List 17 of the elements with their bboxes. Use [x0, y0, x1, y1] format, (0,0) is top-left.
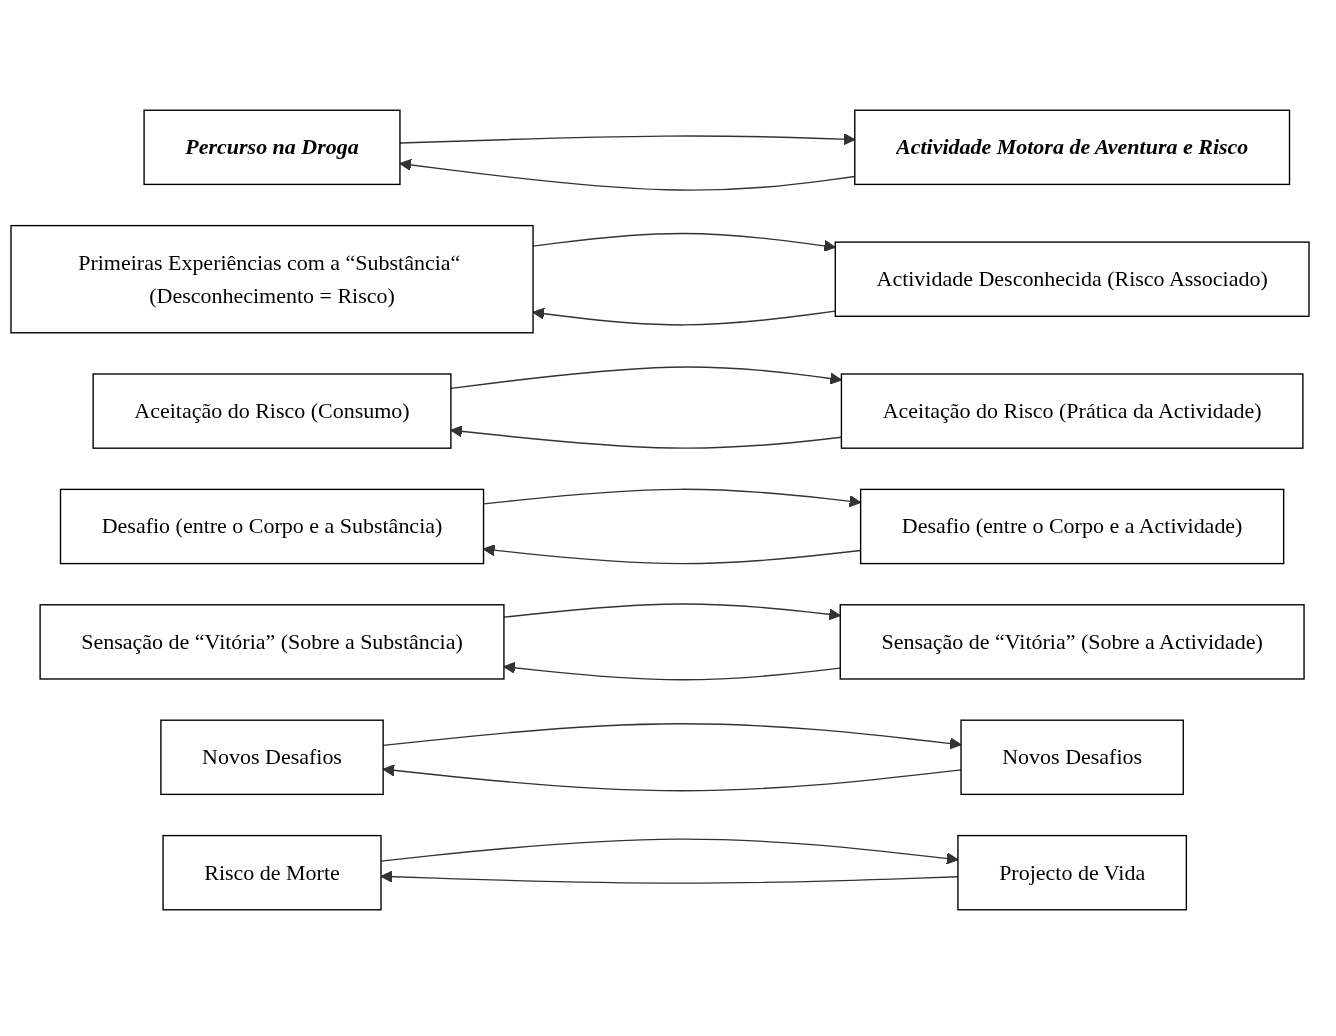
node-box: Actividade Motora de Aventura e Risco: [854, 109, 1291, 186]
node-box: Percurso na Droga: [143, 109, 401, 186]
node-box: Sensação de “Vitória” (Sobre a Actividade): [839, 604, 1305, 680]
node-box: Projecto de Vida: [957, 834, 1188, 911]
node-box: Desafio (entre o Corpo e a Actividade): [859, 488, 1285, 565]
node-box: Aceitação do Risco (Prática da Actividade): [840, 373, 1304, 449]
arrow: [503, 661, 841, 681]
node-box: Sensação de “Vitória” (Sobre a Substância): [39, 604, 505, 680]
node-box: Novos Desafios: [160, 719, 384, 796]
node-box: Novos Desafios: [960, 719, 1184, 796]
node-box: Primeiras Experiências com a “Substância“ (Desconhecimento = Risco): [10, 224, 534, 334]
node-box: Aceitação do Risco (Consumo): [92, 373, 452, 449]
arrow: [503, 603, 841, 621]
node-box: Actividade Desconhecida (Risco Associado): [834, 241, 1310, 317]
node-box: Risco de Morte: [162, 834, 382, 911]
arrow: [450, 366, 842, 390]
node-box: Desafio (entre o Corpo e a Substância): [59, 488, 485, 565]
